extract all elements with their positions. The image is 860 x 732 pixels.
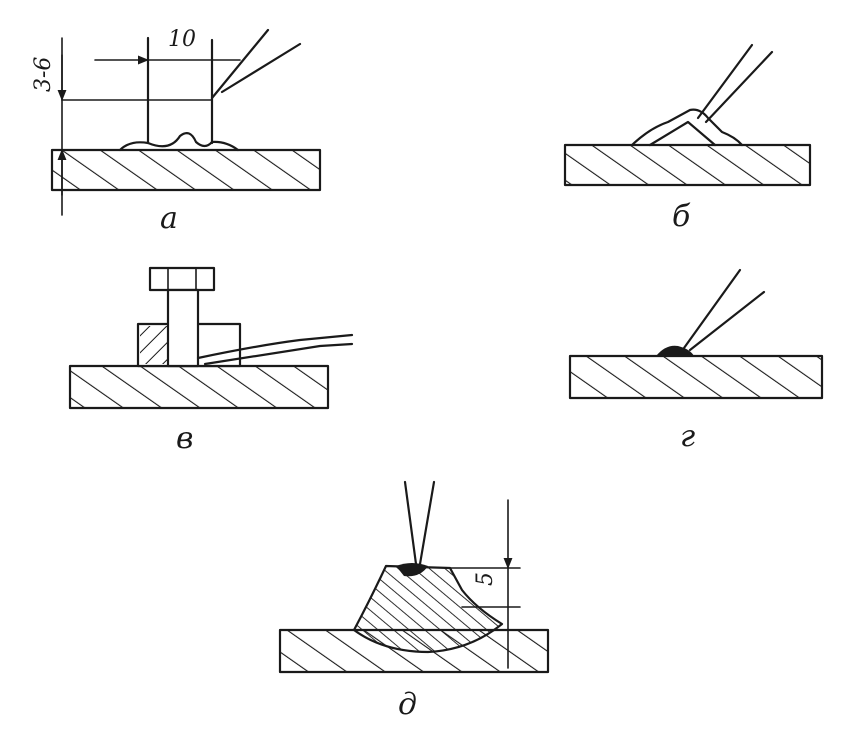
dimension-3-6: 3-6 bbox=[31, 57, 56, 92]
panel-label-b: б bbox=[672, 199, 691, 234]
dimension-10: 10 bbox=[168, 27, 196, 52]
electrode-a bbox=[210, 28, 302, 100]
panel-a: 10 3-6 а bbox=[31, 27, 322, 236]
bolt-v bbox=[148, 266, 216, 368]
electrode-g bbox=[682, 268, 766, 352]
dimension-lines-a bbox=[57, 37, 241, 216]
panel-label-v: в bbox=[176, 421, 193, 456]
base-plate-b bbox=[563, 143, 812, 187]
panel-label-g: г bbox=[680, 419, 695, 454]
base-plate-a bbox=[50, 148, 322, 192]
dimension-5: 5 bbox=[473, 572, 498, 586]
tube-stub-a bbox=[118, 36, 240, 152]
panel-d: 5 д bbox=[278, 480, 550, 722]
dimension-lines-d bbox=[449, 499, 521, 669]
base-plate-v bbox=[68, 364, 330, 410]
electrode-b bbox=[696, 43, 774, 124]
weld-bead-b bbox=[630, 108, 744, 147]
electrode-d bbox=[403, 480, 436, 566]
weld-spot-g bbox=[656, 345, 694, 356]
electrode-v bbox=[196, 333, 354, 366]
deposited-metal-d bbox=[352, 563, 504, 654]
panel-g: г bbox=[568, 268, 824, 454]
panel-label-d: д bbox=[398, 687, 417, 722]
panel-b: б bbox=[563, 43, 812, 234]
base-plate-g bbox=[568, 354, 824, 400]
panel-label-a: а bbox=[160, 201, 178, 236]
panel-v: в bbox=[68, 266, 354, 456]
